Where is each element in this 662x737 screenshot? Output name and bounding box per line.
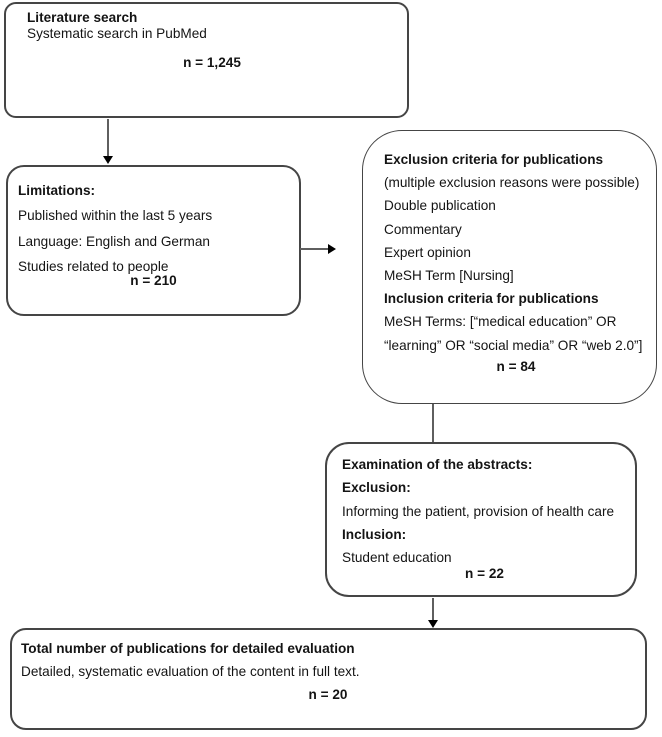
box-title: Examination of the abstracts: — [342, 457, 533, 472]
connector-line-down-2 — [432, 404, 434, 443]
count-label: n = 210 — [130, 272, 177, 288]
text-line: (multiple exclusion reasons were possibl… — [384, 175, 640, 191]
count-label: n = 84 — [496, 358, 536, 374]
text-line: Double publication — [384, 198, 496, 214]
count-label: n = 20 — [308, 687, 348, 702]
text-line: Student education — [342, 550, 452, 566]
arrow-down-icon — [103, 156, 113, 164]
box-total-detailed-evaluation: Total number of publications for detaile… — [10, 628, 647, 730]
text-line: “learning” OR “social media” OR “web 2.0… — [384, 337, 643, 353]
count-label: n = 22 — [465, 566, 504, 582]
text-line: Informing the patient, provision of heal… — [342, 503, 615, 519]
box-title: Literature search — [27, 10, 138, 25]
box-subtitle: Inclusion: — [342, 526, 407, 542]
box-subtitle: Inclusion criteria for publications — [384, 291, 599, 307]
connector-line-right — [300, 248, 328, 250]
box-title: Exclusion criteria for publications — [384, 152, 604, 167]
arrow-down-icon — [428, 620, 438, 628]
text-line: MeSH Terms: [“medical education” OR — [384, 314, 617, 330]
text-line: Studies related to people — [18, 259, 169, 275]
arrow-right-icon — [328, 244, 336, 254]
box-examination-of-abstracts: Examination of the abstracts: Exclusion:… — [325, 442, 637, 597]
box-limitations: Limitations: Published within the last 5… — [6, 165, 301, 316]
text-line: Published within the last 5 years — [18, 208, 213, 224]
text-line: Expert opinion — [384, 244, 471, 260]
box-title: Limitations: — [18, 183, 96, 198]
box-criteria-for-publications: Exclusion criteria for publications (mul… — [362, 130, 657, 404]
connector-line-down-1 — [107, 119, 109, 157]
box-title: Total number of publications for detaile… — [21, 641, 355, 656]
text-line: Detailed, systematic evaluation of the c… — [21, 663, 360, 679]
connector-line-down-3 — [432, 598, 434, 621]
text-line: MeSH Term [Nursing] — [384, 268, 514, 284]
text-line: Commentary — [384, 221, 462, 237]
box-literature-search: Literature search Systematic search in P… — [4, 2, 409, 118]
text-line: Systematic search in PubMed — [27, 25, 207, 41]
count-label: n = 1,245 — [183, 55, 241, 70]
text-line: Language: English and German — [18, 233, 210, 249]
box-subtitle: Exclusion: — [342, 480, 411, 496]
